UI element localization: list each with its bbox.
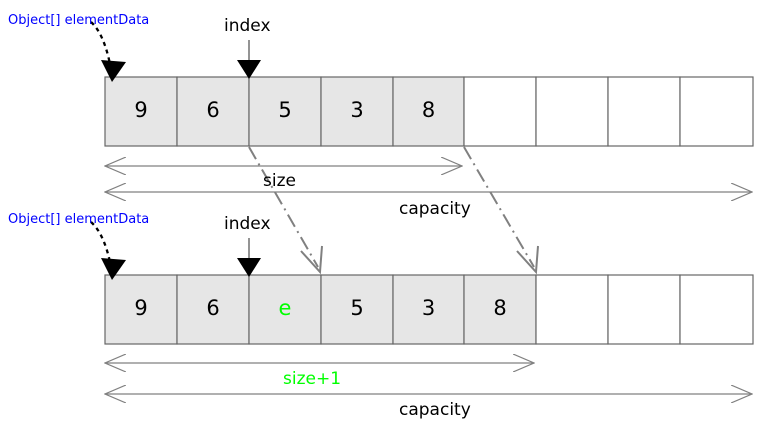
array-after-value-2: e (278, 296, 292, 320)
capacity-label-after: capacity (399, 400, 471, 420)
array-after-value-5: 8 (493, 296, 507, 320)
array-before-cell-1 (176, 76, 250, 147)
array-before-value-2: 5 (278, 98, 292, 122)
array-before-cell-4 (392, 76, 465, 147)
array-after-value-4: 3 (421, 296, 436, 320)
array-before-value-0: 9 (134, 98, 148, 122)
size-label-after: size+1 (283, 369, 342, 389)
index-arrow-after (237, 238, 261, 277)
pointer-label-before: Object[] elementData (8, 13, 150, 28)
array-before-cell-7 (607, 76, 681, 147)
array-before-cell-2 (248, 76, 322, 147)
capacity-label-before: capacity (399, 199, 471, 219)
array-after-cell-1 (176, 274, 250, 345)
index-label-after: index (224, 214, 271, 234)
array-after-value-1: 6 (206, 296, 220, 320)
size-label-before: size (263, 171, 296, 191)
array-after-cell-3 (320, 274, 394, 345)
array-after-cell-2 (248, 274, 322, 345)
array-after-value-3: 5 (350, 296, 364, 320)
pointer-label-after: Object[] elementData (8, 212, 150, 227)
array-before-cell-6 (535, 76, 609, 147)
array-after-cell-7 (607, 274, 681, 345)
pointer-arrow-after (90, 221, 126, 280)
array-before-value-1: 6 (206, 98, 220, 122)
shift-arrow-index (248, 146, 323, 275)
array-after-cell-8 (679, 274, 754, 345)
array-after-value-0: 9 (134, 296, 148, 320)
index-arrow-before (237, 40, 261, 79)
array-before-value-3: 3 (350, 98, 364, 122)
array-before-cell-0 (104, 76, 178, 147)
array-before-cells (104, 76, 754, 147)
index-label-before: index (224, 16, 271, 36)
array-before-cell-5 (463, 76, 537, 147)
array-after-cell-6 (535, 274, 609, 345)
array-after-cell-0 (104, 274, 178, 345)
array-before-value-4: 8 (421, 98, 436, 122)
shift-arrow-end (463, 146, 539, 275)
array-before-cell-8 (679, 76, 754, 147)
pointer-arrow-before (90, 21, 126, 82)
array-after-cells (104, 274, 754, 345)
